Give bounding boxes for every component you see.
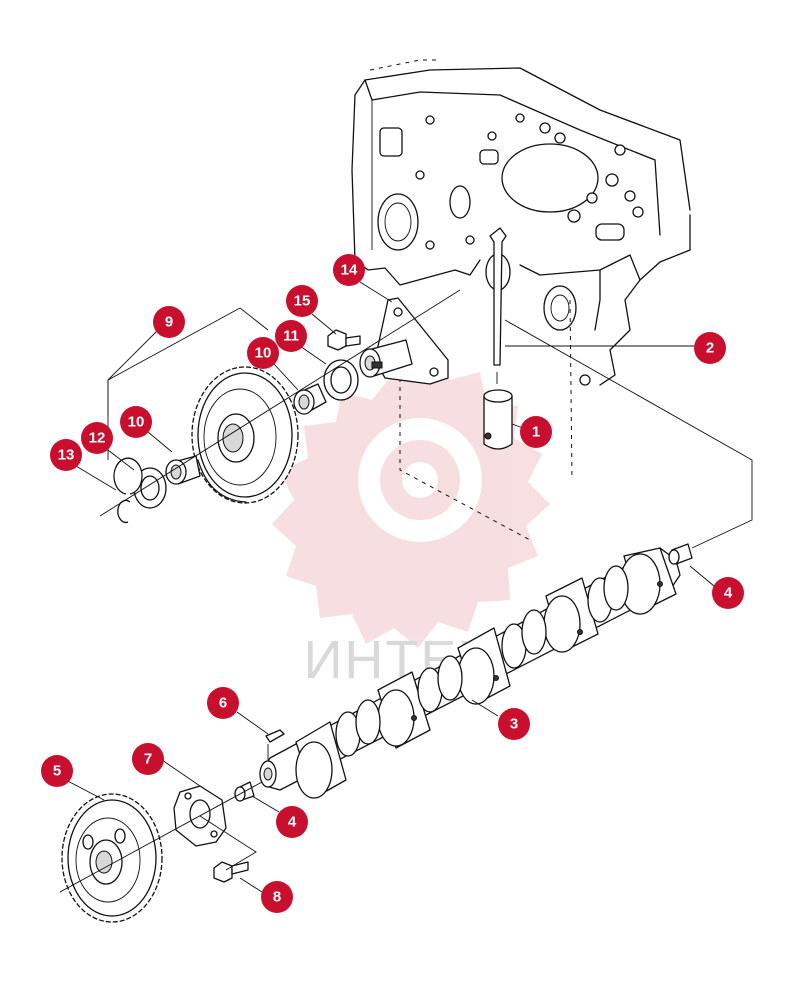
callout-3-label: 3 [510, 716, 518, 733]
idler-gear [191, 366, 299, 504]
bolt [213, 861, 249, 883]
callout-11: 11 [275, 320, 307, 352]
callout-11-label: 11 [283, 328, 299, 345]
callout-14-label: 14 [341, 262, 358, 279]
callout-4-front: 4 [276, 806, 308, 838]
callout-9: 9 [153, 306, 185, 338]
callout-1-label: 1 [532, 424, 540, 441]
callout-10-rear-label: 10 [255, 345, 272, 362]
snap-ring [113, 457, 143, 524]
callout-4-rear-label: 4 [724, 585, 733, 602]
callout-3: 3 [498, 708, 530, 740]
shaft-bolt [327, 329, 361, 351]
callout-9-label: 9 [165, 314, 173, 331]
camshaft [259, 547, 681, 799]
callout-12-label: 12 [89, 430, 106, 447]
idler-shaft [359, 297, 449, 385]
callout-10-front-label: 10 [128, 414, 145, 431]
washer-rear [323, 359, 359, 401]
callout-8-label: 8 [273, 889, 281, 906]
callout-12: 12 [81, 422, 113, 454]
tappet [483, 389, 513, 450]
watermark-logo [272, 352, 550, 648]
callout-13-label: 13 [58, 447, 75, 464]
camshaft-journals [295, 547, 677, 799]
callout-10-rear: 10 [247, 337, 279, 369]
callout-15: 15 [286, 285, 318, 317]
callout-7-label: 7 [144, 751, 152, 768]
callout-8: 8 [261, 881, 293, 913]
push-rod [489, 227, 507, 384]
callout-13: 13 [50, 439, 82, 471]
bushing-front [165, 455, 201, 485]
callout-1: 1 [520, 416, 552, 448]
callout-6: 6 [207, 687, 239, 719]
callout-6-label: 6 [219, 695, 227, 712]
callout-4-front-label: 4 [288, 814, 297, 831]
callout-5-label: 5 [53, 763, 61, 780]
callout-10-front: 10 [120, 406, 152, 438]
callout-4-rear: 4 [712, 577, 744, 609]
camshaft-gear [61, 793, 163, 923]
engine-block [351, 59, 691, 541]
bushing-rear [293, 383, 327, 415]
callout-5: 5 [41, 755, 73, 787]
camshaft-lobes [335, 565, 629, 757]
callout-7: 7 [132, 743, 164, 775]
callout-15-label: 15 [294, 293, 311, 310]
callout-2-label: 2 [706, 340, 714, 357]
callout-2: 2 [694, 332, 726, 364]
plug-rear [668, 543, 693, 565]
callout-14: 14 [333, 254, 365, 286]
key [265, 729, 285, 743]
